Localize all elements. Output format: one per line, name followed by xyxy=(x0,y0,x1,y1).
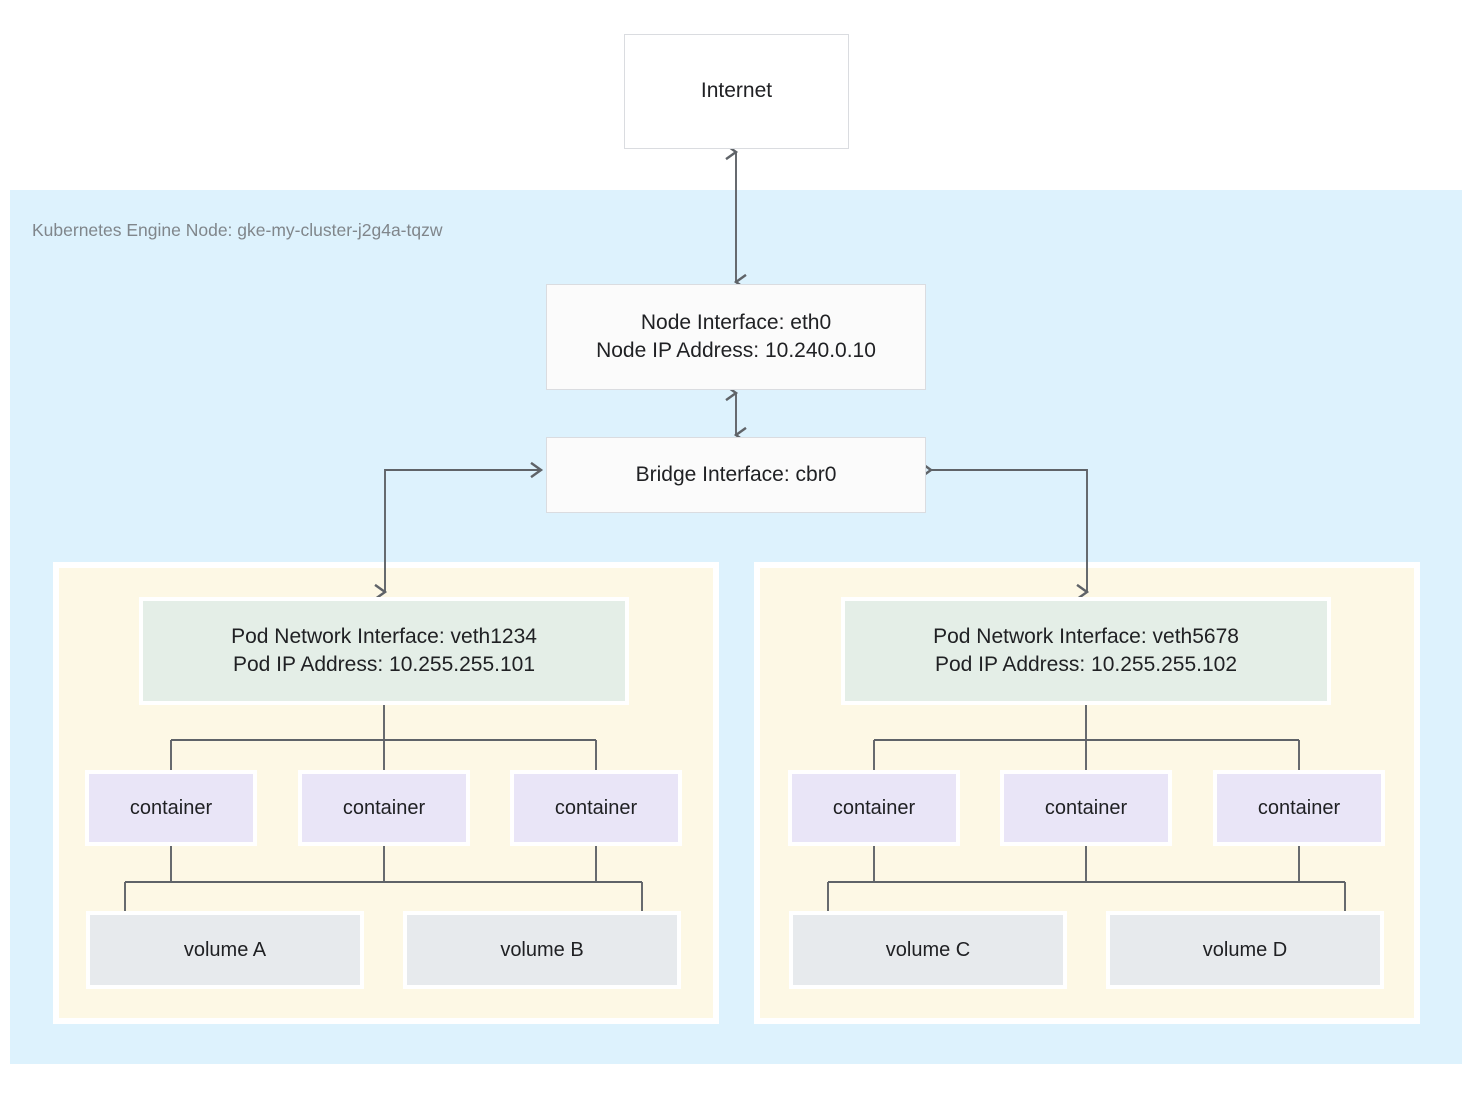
volume-label: volume C xyxy=(885,938,971,961)
pod-right-interface-name: Pod Network Interface: veth5678 xyxy=(933,624,1239,648)
pod-right-network-interface[interactable]: Pod Network Interface: veth5678 Pod IP A… xyxy=(841,597,1331,705)
pod-left-container-3[interactable]: container xyxy=(510,770,682,846)
container-label: container xyxy=(832,796,916,819)
kubernetes-node-label: Kubernetes Engine Node: gke-my-cluster-j… xyxy=(32,220,443,240)
pod-left-container-1[interactable]: container xyxy=(85,770,257,846)
pod-left-container-2[interactable]: container xyxy=(298,770,470,846)
node-ip-address: Node IP Address: 10.240.0.10 xyxy=(596,339,876,362)
bridge-interface-label: Bridge Interface: cbr0 xyxy=(635,462,837,486)
pod-left-ip-address: Pod IP Address: 10.255.255.101 xyxy=(232,653,536,676)
volume-label: volume A xyxy=(183,938,267,961)
container-label: container xyxy=(554,796,638,819)
pod-left-interface-name: Pod Network Interface: veth1234 xyxy=(231,624,537,648)
internet-label: Internet xyxy=(700,79,773,103)
pod-right-container-3[interactable]: container xyxy=(1213,770,1385,846)
pod-right-volume-d[interactable]: volume D xyxy=(1106,911,1384,989)
internet-node[interactable]: Internet xyxy=(624,34,849,149)
container-label: container xyxy=(129,796,213,819)
container-label: container xyxy=(342,796,426,819)
pod-left-volume-b[interactable]: volume B xyxy=(403,911,681,989)
node-interface-node[interactable]: Node Interface: eth0 Node IP Address: 10… xyxy=(546,284,926,390)
volume-label: volume B xyxy=(500,938,584,961)
pod-right-container-2[interactable]: container xyxy=(1000,770,1172,846)
container-label: container xyxy=(1257,796,1341,819)
container-label: container xyxy=(1044,796,1128,819)
pod-right-ip-address: Pod IP Address: 10.255.255.102 xyxy=(934,653,1238,676)
node-interface-name: Node Interface: eth0 xyxy=(640,310,832,334)
pod-right-container-1[interactable]: container xyxy=(788,770,960,846)
bridge-interface-node[interactable]: Bridge Interface: cbr0 xyxy=(546,437,926,513)
pod-left-network-interface[interactable]: Pod Network Interface: veth1234 Pod IP A… xyxy=(139,597,629,705)
volume-label: volume D xyxy=(1202,938,1288,961)
pod-right-volume-c[interactable]: volume C xyxy=(789,911,1067,989)
pod-left-volume-a[interactable]: volume A xyxy=(86,911,364,989)
